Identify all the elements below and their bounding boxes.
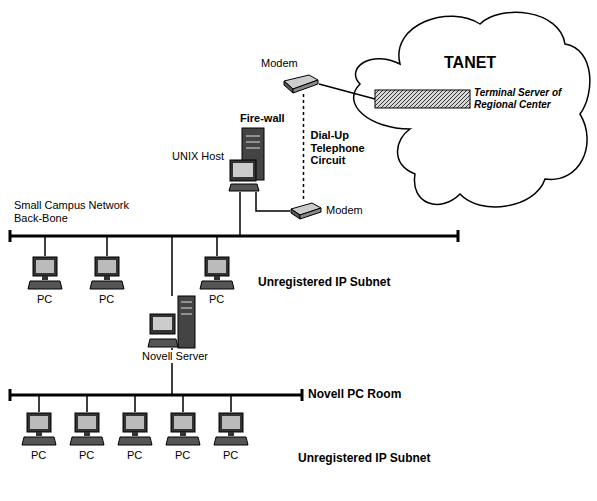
novell-server: Novell Server: [148, 296, 198, 348]
cloud-figure: [340, 4, 592, 216]
network-cloud: TANET Terminal Server of Regional Center: [340, 4, 592, 216]
subnet-label: Unregistered IP Subnet: [298, 452, 430, 466]
modem-icon: [291, 203, 321, 219]
pc-node: PC: [118, 412, 152, 446]
pc-node: PC: [22, 412, 56, 446]
modem-figure: [283, 74, 319, 94]
pc-figure: [118, 412, 152, 446]
pc-figure: [214, 412, 248, 446]
host-icon: [229, 128, 264, 191]
device-label: UNIX Host: [162, 150, 224, 163]
device-label: PC: [99, 293, 114, 306]
terminal-server: Terminal Server of Regional Center: [375, 90, 470, 108]
pc-icon: [22, 413, 56, 445]
pc-figure: [200, 256, 234, 290]
cloud-icon: [354, 12, 590, 207]
pc-node: PC: [28, 256, 62, 290]
network-name: TANET: [444, 54, 496, 72]
device-label: Modem: [326, 204, 363, 217]
unix-host: Fire-wallUNIX Host: [228, 128, 268, 192]
pc-figure: [70, 412, 104, 446]
pc-icon: [90, 257, 124, 289]
modem-node: Modem: [290, 202, 322, 220]
pc-figure: [28, 256, 62, 290]
device-label: PC: [79, 449, 94, 462]
role-label: Fire-wall: [240, 112, 285, 125]
modem-figure: [290, 202, 322, 220]
device-label: PC: [37, 293, 52, 306]
pc-node: PC: [200, 256, 234, 290]
room-line: [10, 389, 302, 401]
pc-figure: [166, 412, 200, 446]
cable: [319, 84, 375, 99]
drop-wire: [39, 192, 240, 412]
pc-node: PC: [166, 412, 200, 446]
pc-icon: [214, 413, 248, 445]
modem-icon: [284, 75, 318, 93]
pc-figure: [90, 256, 124, 290]
phone-line: [303, 94, 305, 202]
room-name: Novell PC Room: [308, 388, 401, 402]
pc-icon: [28, 257, 62, 289]
edge-label: Dial-Up Telephone Circuit: [311, 129, 375, 167]
device-label: PC: [31, 449, 46, 462]
device-label: Modem: [261, 57, 298, 70]
device-label: PC: [223, 449, 238, 462]
pc-node: PC: [90, 256, 124, 290]
cable: [256, 192, 290, 211]
network-name: Small Campus Network Back-Bone: [14, 199, 154, 224]
pc-icon: [166, 413, 200, 445]
device-label: Novell Server: [140, 350, 210, 363]
pc-icon: [70, 413, 104, 445]
server-icon: [148, 296, 195, 348]
pc-node: PC: [70, 412, 104, 446]
backbone-line: [10, 230, 458, 242]
pc-icon: [200, 257, 234, 289]
device-label: PC: [209, 293, 224, 306]
server-figure: [148, 296, 198, 348]
host-figure: [228, 128, 268, 192]
modem-node: Modem: [283, 74, 319, 94]
pc-node: PC: [214, 412, 248, 446]
device-label: PC: [175, 449, 190, 462]
pc-icon: [118, 413, 152, 445]
subnet-label: Unregistered IP Subnet: [258, 276, 390, 290]
pc-figure: [22, 412, 56, 446]
device-label: PC: [127, 449, 142, 462]
bar-icon: [375, 90, 470, 108]
device-label: Terminal Server of Regional Center: [474, 87, 584, 110]
bar-figure: [375, 90, 470, 108]
